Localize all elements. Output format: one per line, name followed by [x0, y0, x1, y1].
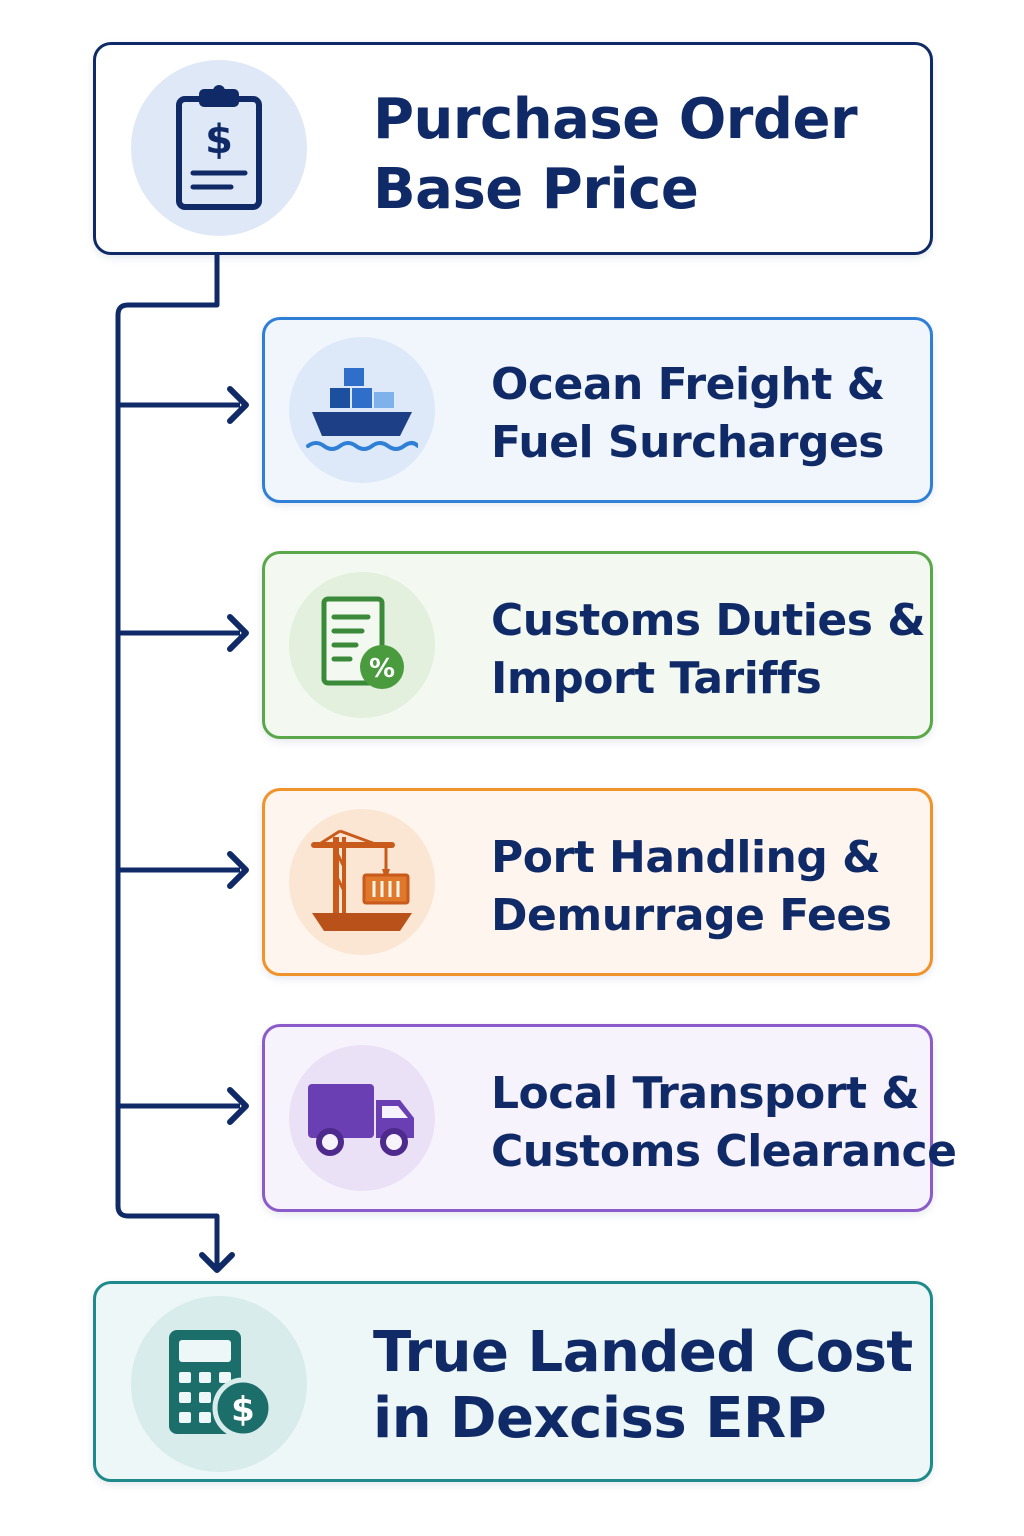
local-transport-title: Local Transport & Customs Clearance: [491, 1065, 957, 1181]
landed-cost-title-line2: in Dexciss ERP: [373, 1386, 827, 1451]
customs-duties-title-line1: Customs Duties &: [491, 595, 926, 646]
port-handling-card: Port Handling & Demurrage Fees: [262, 788, 933, 976]
svg-text:$: $: [231, 1390, 255, 1430]
purchase-order-title: Purchase Order Base Price: [373, 85, 858, 225]
svg-text:$: $: [205, 117, 233, 163]
port-handling-title-line1: Port Handling &: [491, 832, 881, 883]
local-transport-card: Local Transport & Customs Clearance: [262, 1024, 957, 1212]
ocean-freight-title-line2: Fuel Surcharges: [491, 417, 884, 468]
branch-arrow-port-handling: [118, 851, 249, 889]
main-trunk-line: [115, 255, 220, 1268]
branch-arrow-ocean-freight: [118, 386, 249, 424]
landed-cost-title-line1: True Landed Cost: [373, 1320, 913, 1385]
document-percent-icon: %: [321, 596, 404, 689]
purchase-order-title-line2: Base Price: [373, 157, 699, 222]
cargo-ship-icon: [306, 368, 418, 451]
landed-cost-card: $ True Landed Cost in Dexciss ERP: [93, 1281, 933, 1482]
calculator-dollar-icon: $: [169, 1330, 274, 1439]
landed-cost-icon-circle: $: [131, 1296, 307, 1472]
customs-duties-title-line2: Import Tariffs: [491, 653, 822, 704]
ocean-freight-card: Ocean Freight & Fuel Surcharges: [262, 317, 933, 503]
customs-duties-title: Customs Duties & Import Tariffs: [491, 592, 926, 708]
down-arrowhead: [199, 1252, 235, 1273]
local-transport-icon-circle: [289, 1045, 435, 1191]
landed-cost-title: True Landed Cost in Dexciss ERP: [373, 1320, 913, 1452]
local-transport-title-line1: Local Transport &: [491, 1068, 920, 1119]
ocean-freight-title: Ocean Freight & Fuel Surcharges: [491, 356, 885, 472]
branch-arrow-customs-duties: [118, 614, 249, 652]
ocean-freight-icon-circle: [289, 337, 435, 483]
customs-duties-icon-circle: %: [289, 572, 435, 718]
port-handling-icon-circle: [289, 809, 435, 955]
clipboard-dollar-icon: $: [176, 85, 262, 210]
port-handling-title-line2: Demurrage Fees: [491, 890, 892, 941]
branch-arrow-local-transport: [118, 1087, 249, 1125]
purchase-order-card: $ Purchase Order Base Price: [93, 42, 933, 255]
port-crane-icon: [311, 829, 412, 931]
customs-duties-card: % Customs Duties & Import Tariffs: [262, 551, 933, 739]
delivery-truck-icon: [308, 1084, 414, 1156]
svg-text:%: %: [369, 654, 395, 684]
port-handling-title: Port Handling & Demurrage Fees: [491, 829, 892, 945]
ocean-freight-title-line1: Ocean Freight &: [491, 359, 885, 410]
local-transport-title-line2: Customs Clearance: [491, 1126, 957, 1177]
purchase-order-icon-circle: $: [131, 60, 307, 236]
purchase-order-title-line1: Purchase Order: [373, 87, 858, 152]
